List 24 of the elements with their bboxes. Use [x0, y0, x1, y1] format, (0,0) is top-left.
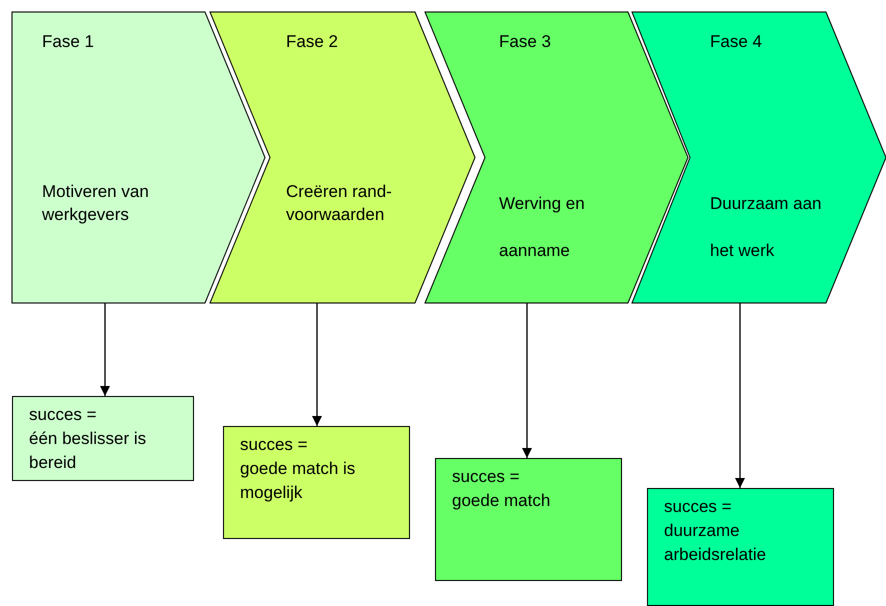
result-text: goede match is mogelijk	[240, 458, 356, 504]
arrow	[735, 303, 745, 488]
phase-title: Motiveren van werkgevers	[42, 181, 150, 226]
phase-label: Fase 2	[286, 31, 339, 53]
result-text: goede match	[452, 490, 552, 512]
result-box	[647, 488, 834, 606]
phase-label: Fase 1	[42, 31, 95, 53]
phase-label: Fase 3	[499, 31, 552, 53]
result-text: één beslisser is bereid	[29, 428, 148, 474]
arrow	[100, 303, 110, 396]
result-text: succes =	[240, 434, 309, 456]
result-box	[435, 458, 622, 581]
arrow	[522, 303, 532, 458]
arrow	[312, 303, 322, 426]
phase-label: Fase 4	[710, 31, 763, 53]
result-box	[12, 396, 194, 481]
result-text: duurzame arbeidsrelatie	[664, 520, 768, 566]
result-text: succes =	[29, 404, 98, 426]
result-box	[223, 426, 410, 539]
phase-title: Creëren rand- voorwaarden	[286, 181, 393, 226]
result-text: succes =	[452, 466, 521, 488]
result-text: succes =	[664, 496, 733, 518]
phase-title: Werving en aanname	[499, 193, 586, 262]
phase-title: Duurzaam aan het werk	[710, 193, 823, 262]
